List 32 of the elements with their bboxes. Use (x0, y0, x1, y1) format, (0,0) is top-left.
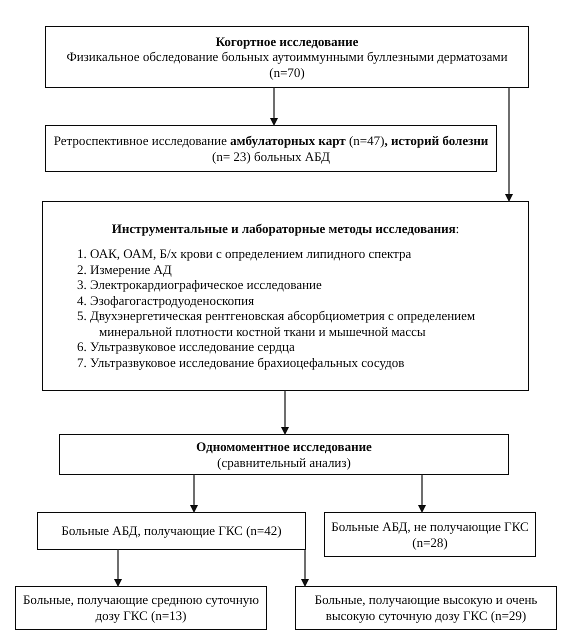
process-box (37, 512, 306, 550)
arrow (505, 88, 513, 202)
list-item: 6. Ультразвуковое исследование сердца (76, 339, 296, 356)
process-box (45, 125, 497, 172)
box-heading: Одномоментное исследование (196, 438, 372, 454)
list-item: 4. Эзофагогастродуоденоскопия (76, 292, 256, 308)
box-text: Физикальное обследование больных аутоиммунными буллезными дерматозами (n=70) (65, 49, 509, 80)
box-text: Больные, получающие среднюю суточную дозу ГКС (n=13) (22, 592, 260, 624)
list-item: 3. Электрокардиографическое исследование (76, 277, 323, 293)
list-item: 1. ОАК, ОАМ, Б/х крови с определением липидного спектра (76, 246, 412, 262)
process-box (59, 434, 509, 475)
box-heading: Когортное исследование (216, 34, 358, 50)
arrow (270, 88, 278, 126)
list-item: 2. Измерение АД (76, 262, 173, 278)
process-box (42, 201, 529, 391)
process-box (324, 512, 536, 557)
arrow (418, 475, 426, 513)
box-text: Больные АБД, получающие ГКС (n=42) (61, 523, 282, 539)
box-text: Больные, получающие высокую и очень высокую суточную дозу ГКС (n=29) (314, 592, 538, 624)
process-box (15, 586, 267, 630)
box-text: Ретроспективное исследование амбулаторных карт (n=47), историй болезни (n= 23) больных АБД (52, 132, 490, 164)
arrow (301, 550, 309, 587)
process-box (45, 26, 529, 88)
process-box (295, 586, 557, 630)
arrow (114, 550, 122, 587)
list-item: 5. Двухэнергетическая рентгеновская абсорбциометрия с определением минеральной плотности костной ткани и мышечной массы (76, 308, 476, 340)
arrow (190, 475, 198, 513)
arrow (281, 391, 289, 435)
box-text: (сравнительный анализ) (217, 454, 351, 470)
box-heading: Инструментальные и лабораторные методы исследования: (110, 221, 460, 237)
list-item: 7. Ультразвуковое исследование брахиоцефальных сосудов (76, 355, 406, 371)
box-text: Больные АБД, не получающие ГКС (n=28) (331, 518, 529, 550)
